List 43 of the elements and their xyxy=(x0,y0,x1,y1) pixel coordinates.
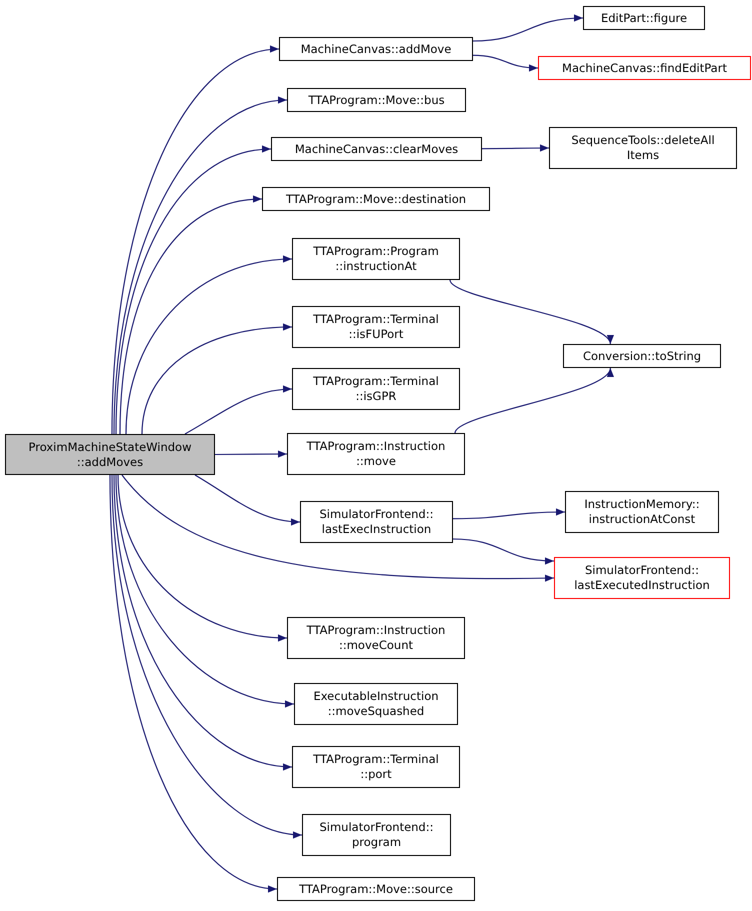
call-arrow xyxy=(452,538,554,564)
call-arrow xyxy=(194,474,300,526)
call-arrow xyxy=(472,14,584,42)
function-box: ExecutableInstruction ::moveSquashed xyxy=(294,683,458,725)
function-box: SimulatorFrontend:: lastExecutedInstruction xyxy=(554,557,730,599)
function-box: TTAProgram::Program ::instructionAt xyxy=(292,238,460,280)
call-arrow xyxy=(109,474,278,892)
call-arrow xyxy=(113,98,288,434)
call-arrow xyxy=(111,46,280,434)
function-box: Conversion::toString xyxy=(563,344,721,368)
call-arrow xyxy=(111,474,302,838)
function-box: SimulatorFrontend:: lastExecInstruction xyxy=(300,501,453,543)
call-arrow xyxy=(141,324,292,434)
function-box: MachineCanvas::clearMoves xyxy=(271,137,482,161)
function-box: TTAProgram::Move::source xyxy=(277,877,475,901)
function-box: TTAProgram::Move::destination xyxy=(262,187,490,211)
call-arrow xyxy=(125,256,292,434)
call-arrow xyxy=(115,474,294,707)
call-arrow xyxy=(119,196,262,434)
function-box: MachineCanvas::findEditPart xyxy=(538,56,751,80)
call-arrow xyxy=(482,144,549,152)
function-box: EditPart::figure xyxy=(583,6,705,30)
function-box: TTAProgram::Move::bus xyxy=(287,88,466,112)
call-arrow xyxy=(184,386,292,434)
call-arrow xyxy=(215,450,287,458)
function-box: MachineCanvas::addMove xyxy=(279,37,473,61)
function-box: TTAProgram::Instruction ::move xyxy=(287,433,465,475)
function-box: InstructionMemory:: instructionAtConst xyxy=(565,491,719,533)
call-arrow xyxy=(117,474,288,642)
function-box: TTAProgram::Terminal ::isFUPort xyxy=(292,306,460,348)
call-arrow xyxy=(453,508,565,520)
call-arrow xyxy=(450,280,611,344)
function-box: TTAProgram::Terminal ::port xyxy=(292,746,460,788)
call-arrow xyxy=(472,54,538,72)
function-box: ProximMachineStateWindow ::addMoves xyxy=(5,434,215,475)
call-arrow xyxy=(454,368,611,434)
call-arrow xyxy=(113,474,292,770)
function-box: SimulatorFrontend:: program xyxy=(302,814,451,856)
function-box: TTAProgram::Terminal ::isGPR xyxy=(292,368,460,410)
function-box: SequenceTools::deleteAll Items xyxy=(549,127,737,169)
function-box: TTAProgram::Instruction ::moveCount xyxy=(287,617,465,659)
call-arrow xyxy=(115,146,272,434)
call-arrow xyxy=(122,474,554,582)
